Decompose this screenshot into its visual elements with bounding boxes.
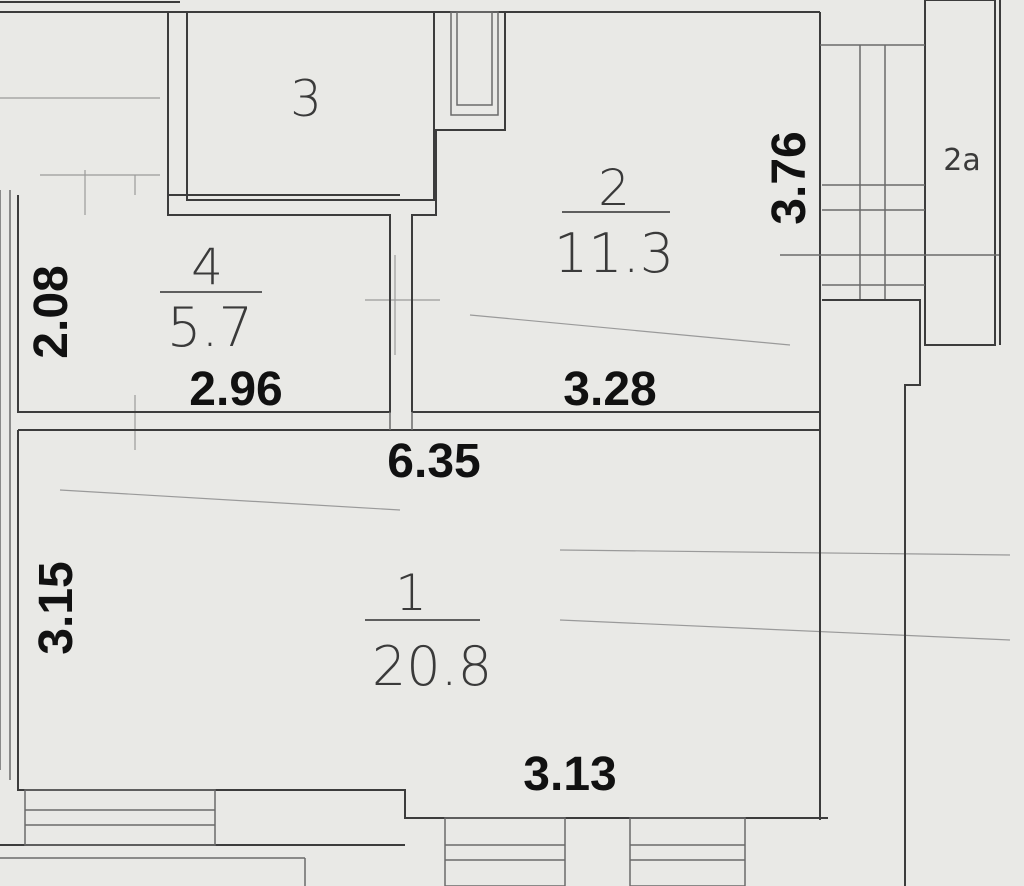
room-2a-label: 2a xyxy=(943,143,980,178)
background-hatching xyxy=(0,97,1011,641)
room-3-outline xyxy=(186,11,435,201)
dimension-room-4-height: 2.08 xyxy=(25,265,78,358)
dimension-room-4-width: 2.96 xyxy=(189,363,282,416)
dimension-room-1-width: 6.35 xyxy=(387,435,480,488)
room-4-number: 4 xyxy=(191,238,223,296)
stair-area-2a xyxy=(780,0,1001,886)
walls xyxy=(0,1,828,886)
room-4-area: 5.7 xyxy=(167,296,253,359)
dimension-room-2-width: 3.28 xyxy=(563,363,656,416)
room-3-number: 3 xyxy=(290,70,322,128)
dimension-room-1-height: 3.15 xyxy=(30,561,83,654)
room-1-area: 20.8 xyxy=(372,635,492,698)
dimension-room-1-bottom: 3.13 xyxy=(523,748,616,801)
bottom-windows xyxy=(24,789,746,886)
room-2a-outline xyxy=(924,0,996,346)
room-2-area: 11.3 xyxy=(554,222,674,285)
room-1-number: 1 xyxy=(395,564,427,622)
dimension-room-2-height: 3.76 xyxy=(763,131,816,224)
room-2-number: 2 xyxy=(598,159,630,217)
